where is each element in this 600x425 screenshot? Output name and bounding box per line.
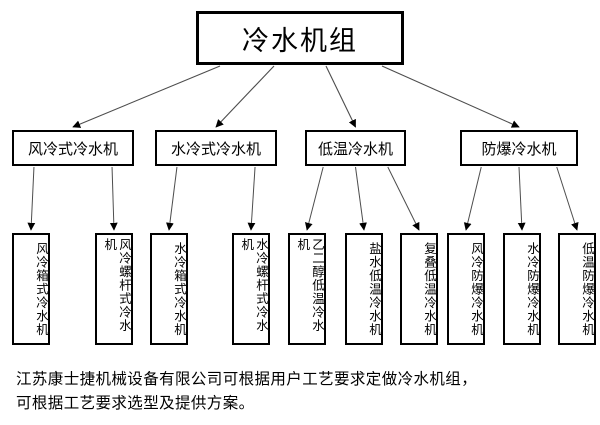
leaf-node-6: 复叠低温冷水机 <box>400 233 438 345</box>
category-node-1: 水冷式冷水机 <box>155 130 277 166</box>
leaf-edges <box>27 166 579 231</box>
leaf-node-5: 盐水低温冷水机 <box>345 233 383 345</box>
root-node-label: 冷水机组 <box>242 25 358 56</box>
leaf-node-1: 风冷螺杆式冷水机 <box>95 233 133 345</box>
category-node-label: 水冷式冷水机 <box>170 141 261 158</box>
leaf-node-label: 风冷箱式冷水机 <box>34 241 48 337</box>
category-node-label: 风冷式冷水机 <box>27 141 118 158</box>
footer-line-1: 江苏康士捷机械设备有限公司可根据用户工艺要求定做冷水机组， <box>16 371 478 388</box>
leaf-node-label: 低温防爆冷水机 <box>580 241 594 337</box>
category-node-label: 低温冷水机 <box>317 141 393 158</box>
leaf-node-label: 水冷防爆冷水机 <box>525 241 539 337</box>
root-edges <box>72 65 520 128</box>
leaf-node-label: 风冷防爆冷水机 <box>469 241 483 337</box>
leaf-node-label: 水冷螺杆式冷水机 <box>239 238 268 333</box>
category-node-0: 风冷式冷水机 <box>12 130 134 166</box>
leaf-node-4: 乙二醇低温冷水机 <box>288 233 326 345</box>
category-node-label: 防爆冷水机 <box>481 141 557 158</box>
root-node-chiller-unit: 冷水机组 <box>196 11 404 65</box>
footer-note: 江苏康士捷机械设备有限公司可根据用户工艺要求定做冷水机组， 可根据工艺要求选型及… <box>16 368 588 416</box>
footer-line-2: 可根据工艺要求选型及提供方案。 <box>16 395 255 413</box>
leaf-node-label: 水冷箱式冷水机 <box>172 241 186 337</box>
leaf-node-label: 盐水低温冷水机 <box>367 241 381 337</box>
leaf-node-label: 风冷螺杆式冷水机 <box>102 238 131 333</box>
leaf-node-3: 水冷螺杆式冷水机 <box>232 233 270 345</box>
leaf-node-8: 水冷防爆冷水机 <box>503 233 541 345</box>
leaf-node-label: 乙二醇低温冷水机 <box>295 238 324 333</box>
leaf-node-0: 风冷箱式冷水机 <box>12 233 50 345</box>
leaf-node-9: 低温防爆冷水机 <box>558 233 596 345</box>
leaf-node-2: 水冷箱式冷水机 <box>150 233 188 345</box>
category-node-3: 防爆冷水机 <box>460 130 578 166</box>
category-node-2: 低温冷水机 <box>305 130 406 166</box>
leaf-node-label: 复叠低温冷水机 <box>422 241 436 337</box>
leaf-node-7: 风冷防爆冷水机 <box>447 233 485 345</box>
